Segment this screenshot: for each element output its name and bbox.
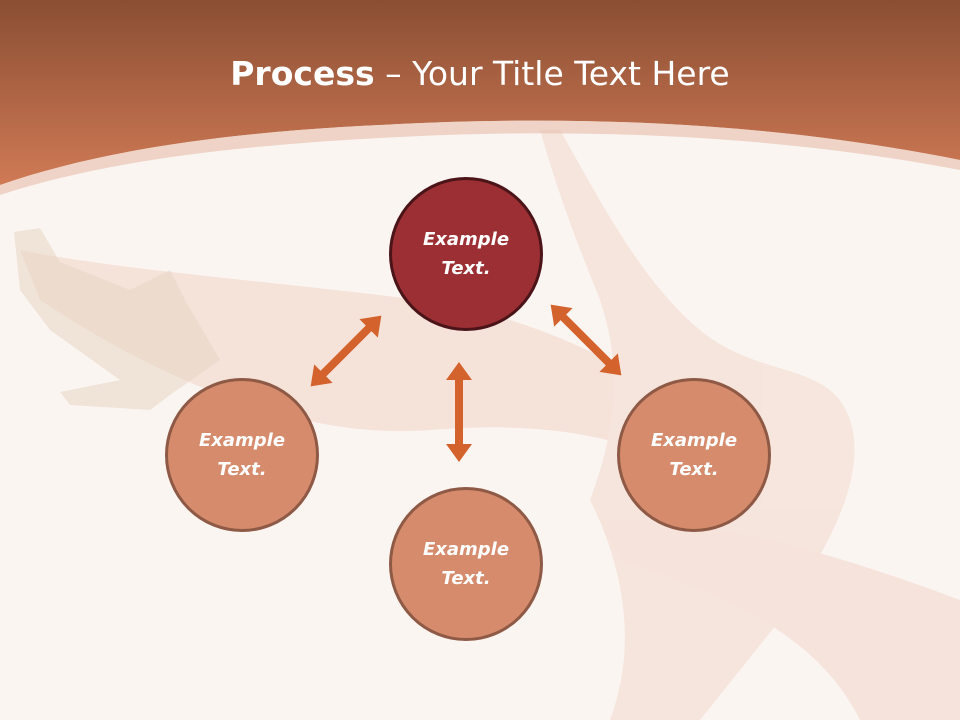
header-band <box>0 0 960 185</box>
title-bold: Process <box>230 54 375 93</box>
slide-title: Process – Your Title Text Here <box>0 52 960 96</box>
arrow-group <box>310 304 622 462</box>
node-right-label: Example Text. <box>650 430 738 480</box>
node-top-label: Example Text. <box>422 229 510 279</box>
process-node-right: Example Text. <box>617 378 771 532</box>
title-rest: Your Title Text Here <box>412 54 730 93</box>
node-bottom-label: Example Text. <box>422 539 510 589</box>
node-left-label: Example Text. <box>198 430 286 480</box>
header-swoosh <box>0 120 960 195</box>
arrow-top-right <box>550 304 622 376</box>
process-node-top: Example Text. <box>389 177 543 331</box>
arrow-vertical <box>446 362 472 462</box>
arrow-top-left <box>310 315 382 387</box>
process-node-bottom: Example Text. <box>389 487 543 641</box>
title-separator: – <box>374 54 413 93</box>
process-node-left: Example Text. <box>165 378 319 532</box>
